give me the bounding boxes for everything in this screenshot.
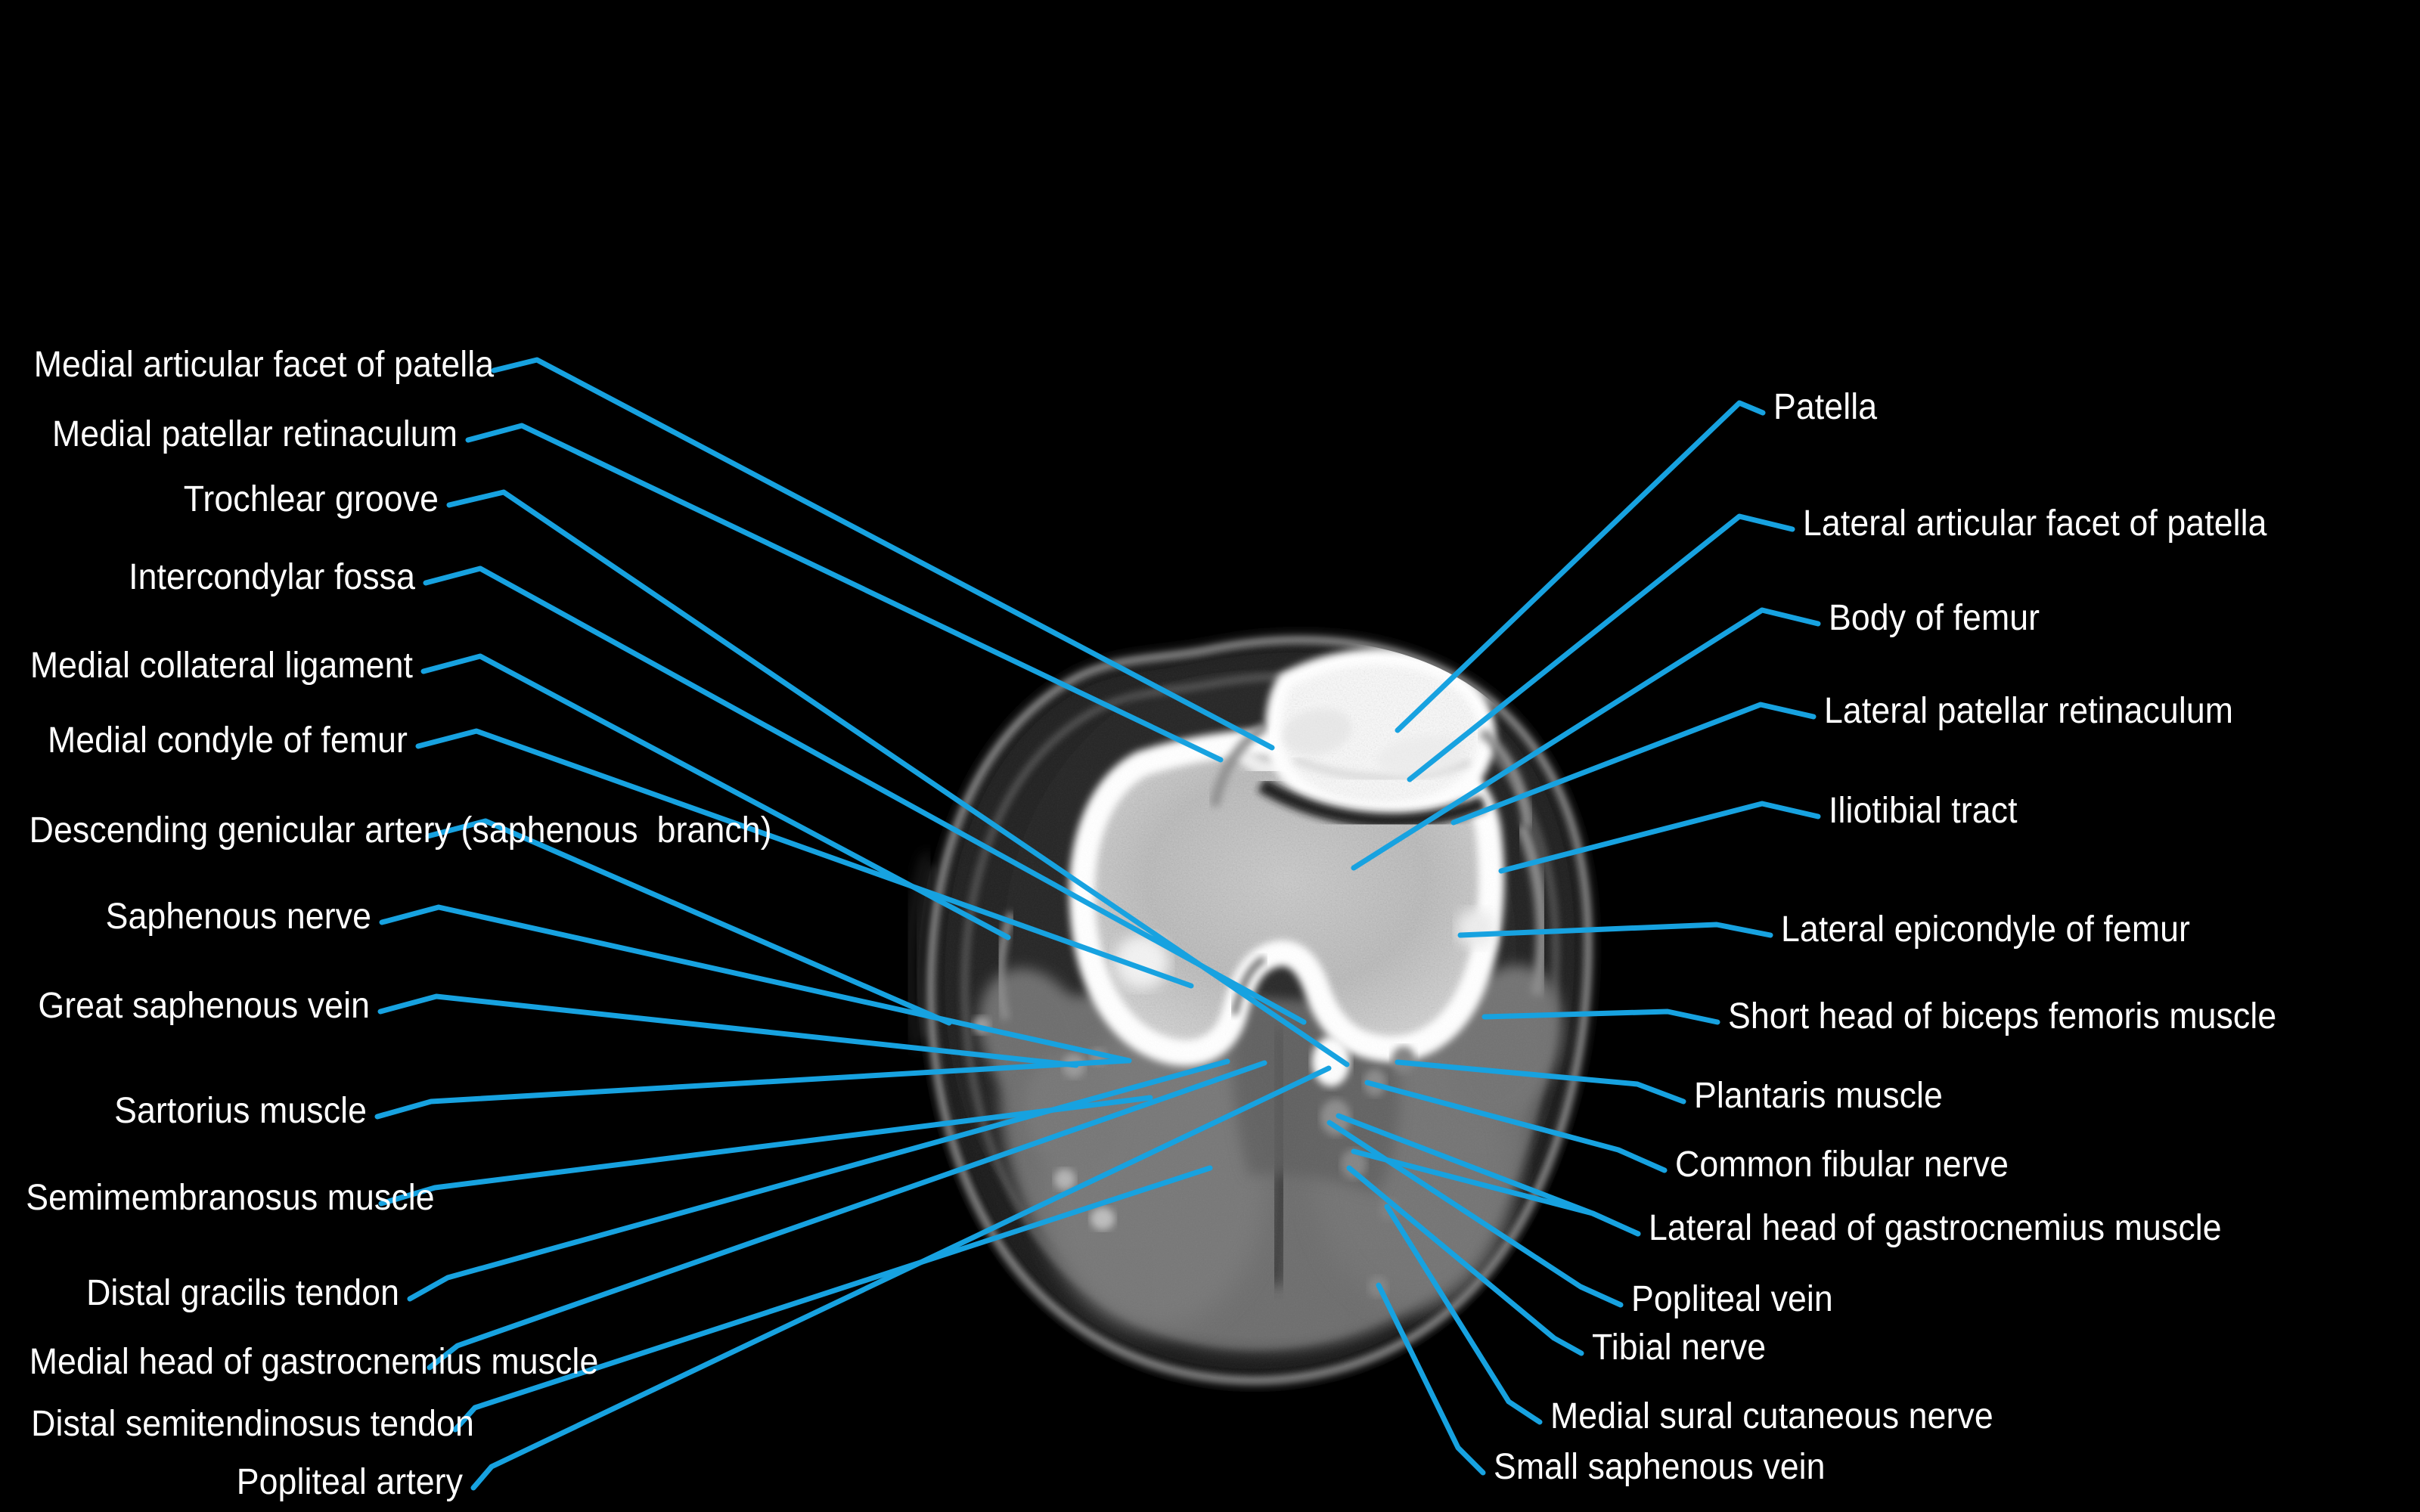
label-descending-genicular-artery-saphenous-branch: Descending genicular artery (saphenous b… (29, 810, 772, 850)
label-trochlear-groove: Trochlear groove (183, 479, 439, 519)
label-plantaris-muscle: Plantaris muscle (1694, 1076, 1943, 1116)
label-medial-condyle-of-femur: Medial condyle of femur (47, 720, 408, 761)
label-medial-collateral-ligament: Medial collateral ligament (29, 646, 414, 686)
label-medial-head-of-gastrocnemius-muscle: Medial head of gastrocnemius muscle (29, 1342, 599, 1382)
label-short-head-of-biceps-femoris-muscle: Short head of biceps femoris muscle (1728, 996, 2277, 1036)
label-medial-patellar-retinaculum: Medial patellar retinaculum (52, 414, 458, 454)
label-tibial-nerve: Tibial nerve (1592, 1328, 1767, 1368)
label-lateral-articular-facet-of-patella: Lateral articular facet of patella (1803, 503, 2267, 544)
label-popliteal-artery: Popliteal artery (236, 1462, 463, 1502)
label-lateral-head-of-gastrocnemius-muscle: Lateral head of gastrocnemius muscle (1649, 1208, 2222, 1248)
label-popliteal-vein: Popliteal vein (1631, 1279, 1833, 1319)
label-small-saphenous-vein: Small saphenous vein (1494, 1447, 1826, 1487)
label-medial-sural-cutaneous-nerve: Medial sural cutaneous nerve (1550, 1396, 1993, 1436)
label-saphenous-nerve: Saphenous nerve (105, 897, 371, 937)
label-patella: Patella (1773, 387, 1878, 427)
label-distal-gracilis-tendon: Distal gracilis tendon (86, 1273, 400, 1313)
label-iliotibial-tract: Iliotibial tract (1829, 791, 2018, 831)
label-great-saphenous-vein: Great saphenous vein (38, 986, 370, 1026)
label-semimembranosus-muscle: Semimembranosus muscle (26, 1178, 435, 1218)
label-sartorius-muscle: Sartorius muscle (114, 1091, 367, 1131)
label-lateral-patellar-retinaculum: Lateral patellar retinaculum (1824, 691, 2234, 731)
label-lateral-epicondyle-of-femur: Lateral epicondyle of femur (1781, 909, 2190, 950)
label-body-of-femur: Body of femur (1829, 598, 2040, 638)
label-intercondylar-fossa: Intercondylar fossa (129, 557, 415, 597)
label-medial-articular-facet-of-patella: Medial articular facet of patella (33, 345, 495, 385)
label-common-fibular-nerve: Common fibular nerve (1675, 1145, 2009, 1185)
label-distal-semitendinosus-tendon: Distal semitendinosus tendon (31, 1404, 474, 1444)
